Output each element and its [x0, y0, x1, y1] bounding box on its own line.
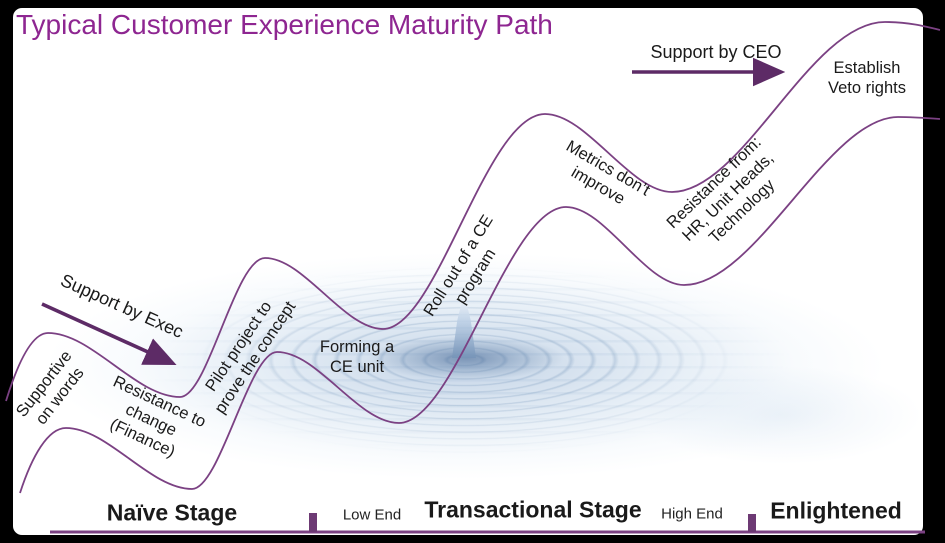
maturity-path-lower-curve — [19, 116, 941, 494]
label-forming-ce-unit: Forming a CE unit — [319, 338, 395, 376]
stage-label-transactional: Transactional Stage — [424, 496, 642, 523]
maturity-path-upper-curve — [5, 21, 941, 402]
page-title: Typical Customer Experience Maturity Pat… — [16, 9, 553, 40]
stage-tick-high-end — [748, 514, 756, 532]
support-exec-arrow-icon — [41, 302, 177, 365]
stage-tick-low-end — [309, 513, 317, 532]
label-establish-veto-rights: Establish Veto rights — [828, 59, 906, 97]
stage-label-enlightened: Enlightened — [770, 497, 902, 524]
label-support-by-ceo: Support by CEO — [650, 42, 782, 62]
slide-background — [13, 8, 923, 535]
stage-label-naive: Naïve Stage — [106, 499, 238, 526]
stage-label-high-end: High End — [661, 505, 723, 523]
stage-label-low-end: Low End — [342, 506, 402, 524]
